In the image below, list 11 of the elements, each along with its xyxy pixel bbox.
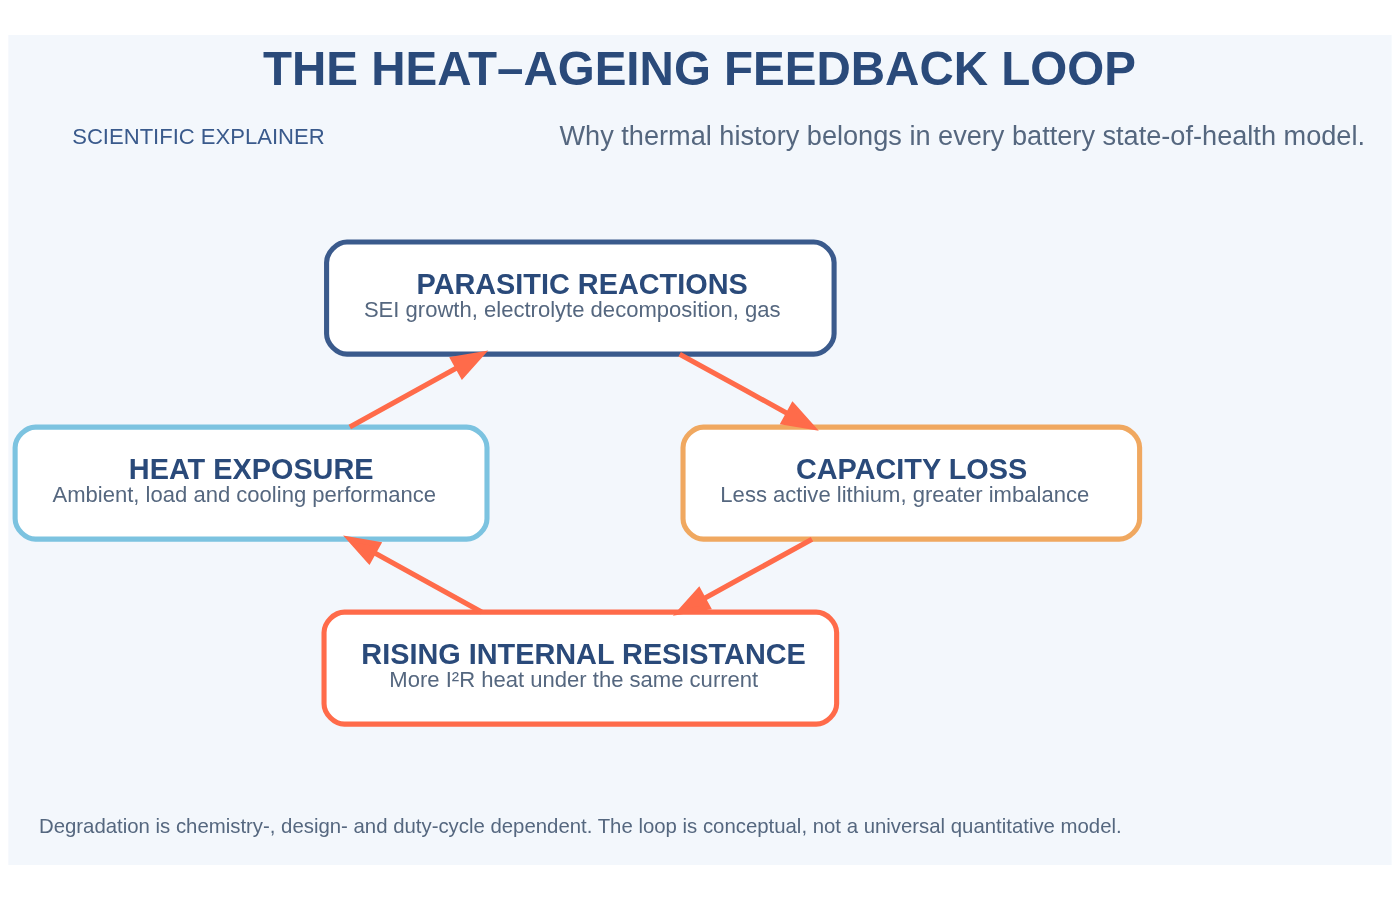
arrow <box>672 537 814 616</box>
label: SCIENTIFIC EXPLAINER <box>72 124 325 150</box>
node-box: RISING INTERNAL RESISTANCE More I²R heat under the same current <box>321 609 840 727</box>
node-box: PARASITIC REACTIONS SEI growth, electrolyte decomposition, gas <box>324 239 837 357</box>
diagram-title: THE HEAT–AGEING FEEDBACK LOOP <box>262 41 1136 95</box>
label: Why thermal history belongs in every battery state-of-health model. <box>559 119 1366 151</box>
arrow <box>348 350 489 430</box>
arrow <box>678 352 819 431</box>
node-box: HEAT EXPOSURE Ambient, load and cooling performance <box>12 424 490 542</box>
label: Degradation is chemistry-, design- and duty-cycle dependent. The loop is conceptual, not a universal quantitative model. <box>38 814 1122 837</box>
node-box: CAPACITY LOSS Less active lithium, greater imbalance <box>680 424 1143 542</box>
